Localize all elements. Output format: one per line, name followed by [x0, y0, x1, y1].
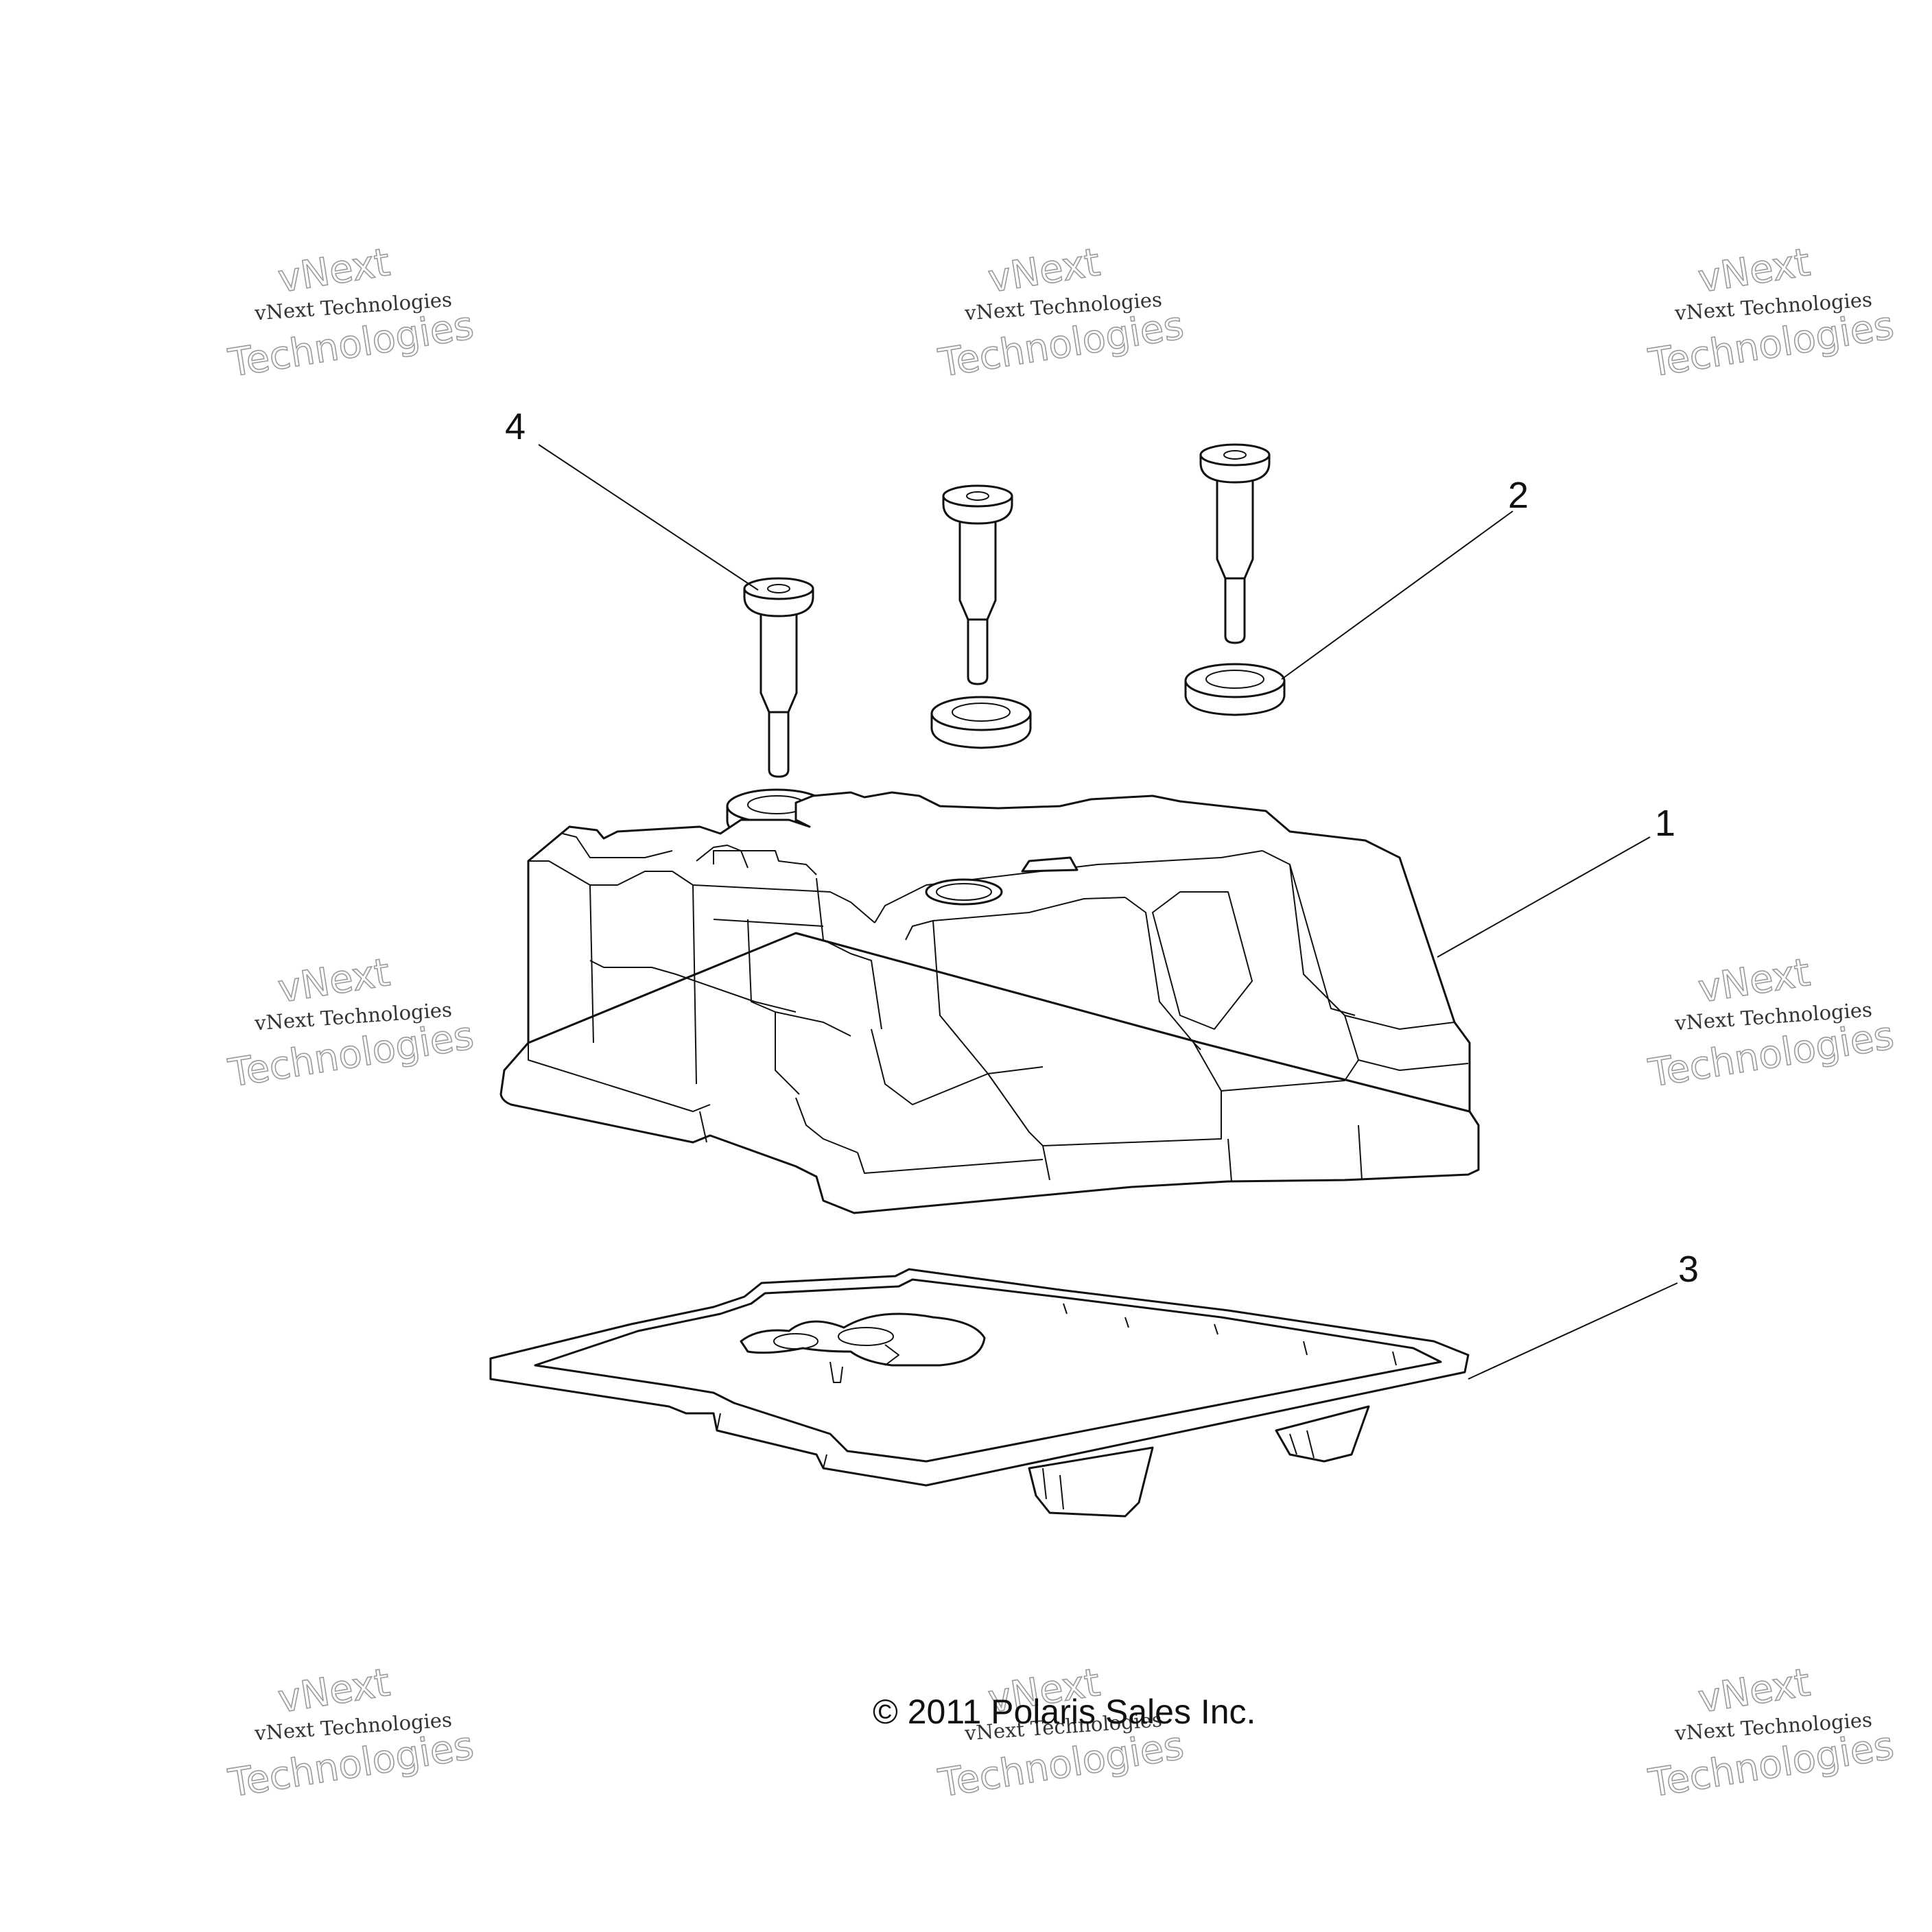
leader-line-2: [1281, 510, 1513, 680]
leader-line-1: [1437, 836, 1651, 958]
grommet-middle: [930, 696, 1032, 749]
callout-number-1: 1: [1655, 803, 1675, 844]
callout-number-2: 2: [1508, 475, 1529, 516]
watermark: vNext Technologies vNext Technologies: [934, 239, 1187, 386]
watermark: vNext Technologies vNext Technologies: [1645, 239, 1897, 386]
copyright-notice: © 2011 Polaris Sales Inc.: [873, 1693, 1256, 1731]
watermark: vNext Technologies vNext Technologies: [224, 950, 477, 1096]
watermark: vNext Technologies vNext Technologies: [224, 239, 477, 386]
valve-cover: [499, 791, 1480, 1214]
callout-number-3: 3: [1678, 1249, 1699, 1290]
valve-cover-gasket: [489, 1268, 1470, 1518]
leader-line-3: [1468, 1282, 1678, 1380]
bolt-right: [1199, 443, 1271, 644]
callout-number-4: 4: [505, 406, 526, 447]
grommet-right: [1184, 663, 1286, 716]
bolt-left: [743, 577, 814, 778]
watermark: vNext Technologies vNext Technologies: [1645, 1660, 1897, 1806]
watermark: vNext Technologies vNext Technologies: [1645, 950, 1897, 1096]
bolt-middle: [942, 484, 1013, 685]
leader-line-4: [538, 444, 759, 591]
watermark: vNext Technologies vNext Technologies: [224, 1660, 477, 1806]
